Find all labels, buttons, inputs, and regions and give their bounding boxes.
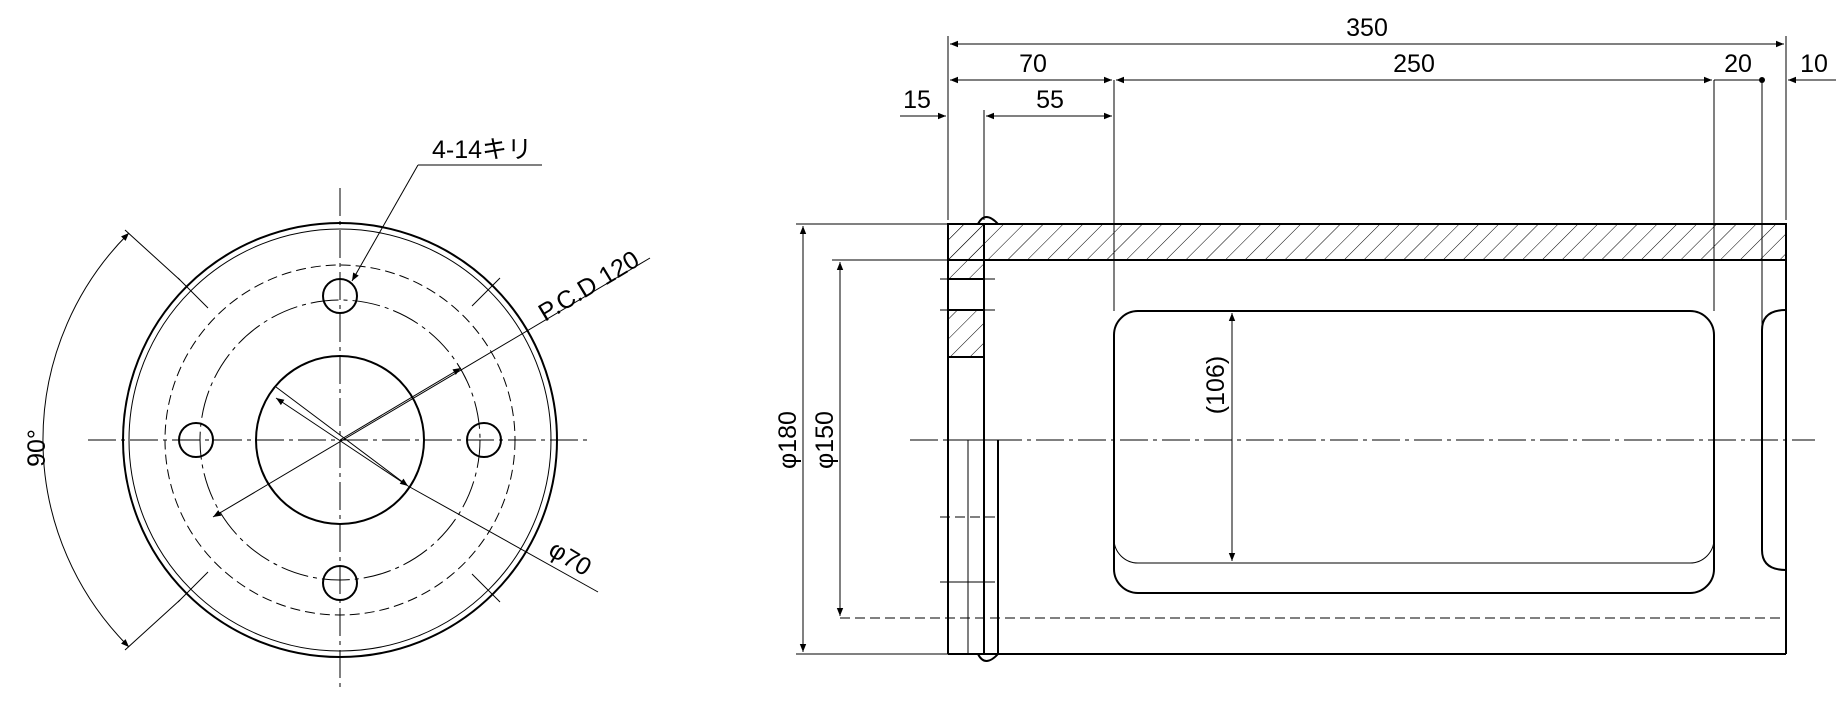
dia-outer-label: φ180 — [774, 411, 802, 469]
dim-250-label: 250 — [1393, 50, 1435, 78]
flange-section-upper — [947, 223, 985, 280]
hole-note-label: 4-14キリ — [432, 136, 532, 164]
angle-ext-lower — [124, 599, 181, 651]
dim-70-label: 70 — [1019, 50, 1047, 78]
angle-dimension-arc — [42, 232, 130, 648]
hole-note-leader — [351, 164, 419, 282]
side-view: (106) φ180 φ150 350 70 250 20 10 15 — [774, 14, 1836, 662]
dia-inner-label: φ150 — [811, 411, 839, 469]
pcd-label: P.C.D 120 — [534, 245, 645, 327]
bore-leader-back — [275, 397, 406, 485]
flange-section-lower — [947, 309, 985, 358]
dim-55-label: 55 — [1036, 86, 1064, 114]
bottom-weld-bead — [977, 653, 999, 662]
top-wall-section — [947, 223, 1787, 261]
front-view: 90° 4-14キリ P.C.D 120 φ70 — [23, 136, 651, 692]
angle-ext-line-lower-right — [471, 573, 501, 603]
bore-label: φ70 — [544, 535, 596, 582]
angle-ext-line-lower — [177, 571, 209, 603]
dim-20-dot — [1759, 77, 1765, 83]
weld-bead — [977, 216, 999, 225]
angle-ext-line-upper — [177, 277, 209, 309]
window-height-label: (106) — [1202, 356, 1230, 414]
dim-350-label: 350 — [1346, 14, 1388, 42]
angle-ext-line-upper-right — [471, 277, 501, 307]
dim-10-label: 10 — [1800, 50, 1828, 78]
dim-15-label: 15 — [903, 86, 931, 114]
angle-label: 90° — [23, 429, 51, 467]
angle-ext-upper — [124, 229, 181, 281]
bore-leader-ext — [407, 485, 599, 593]
dim-20-label: 20 — [1724, 50, 1752, 78]
window-outer — [1113, 310, 1715, 594]
pcd-arrow-other — [339, 367, 462, 441]
bore-leader — [275, 386, 409, 487]
window-inner — [1113, 310, 1715, 564]
pcd-leader — [212, 257, 651, 518]
